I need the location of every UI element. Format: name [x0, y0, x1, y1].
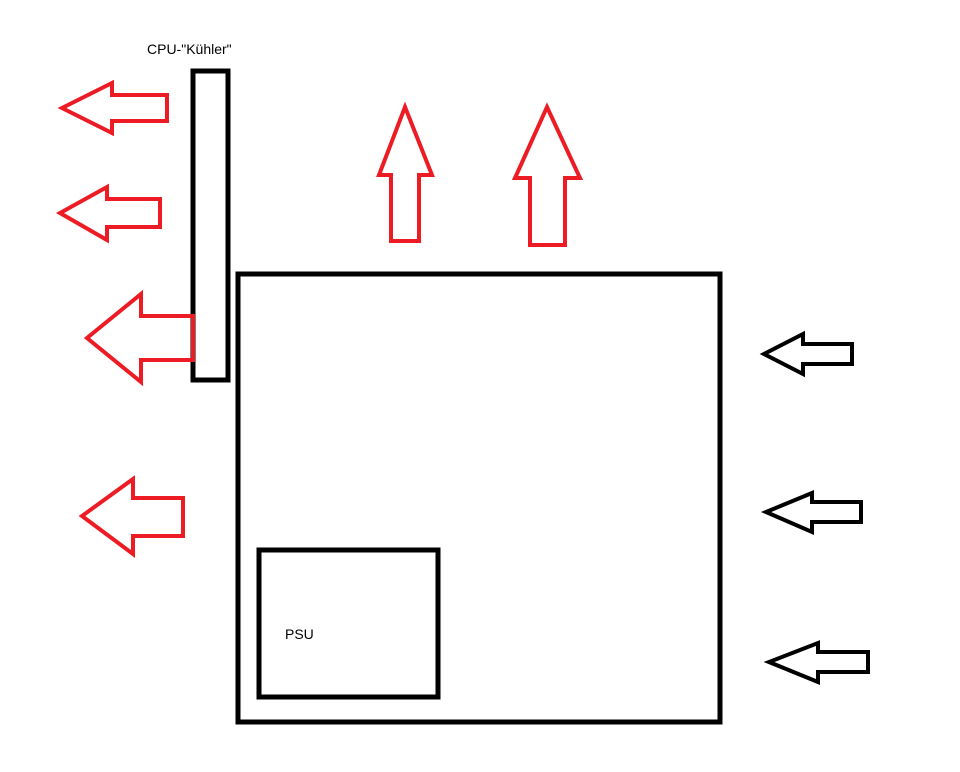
intake-arrow-right-3	[763, 640, 870, 685]
exhaust-arrow-left-1	[57, 79, 169, 137]
exhaust-arrow-left-4	[78, 475, 185, 558]
cpu-cooler-label: CPU-"Kühler"	[147, 41, 232, 57]
psu-label: PSU	[285, 626, 314, 642]
intake-arrow-right-2	[760, 490, 863, 536]
exhaust-arrow-top-2	[511, 102, 584, 247]
cpu-cooler-radiator	[190, 68, 231, 383]
exhaust-arrow-left-2	[55, 183, 162, 244]
exhaust-arrow-top-1	[376, 101, 435, 243]
exhaust-arrow-left-3	[83, 289, 195, 387]
intake-arrow-right-1	[759, 330, 854, 378]
pc-case-outline	[235, 271, 723, 725]
psu-box	[256, 547, 441, 700]
